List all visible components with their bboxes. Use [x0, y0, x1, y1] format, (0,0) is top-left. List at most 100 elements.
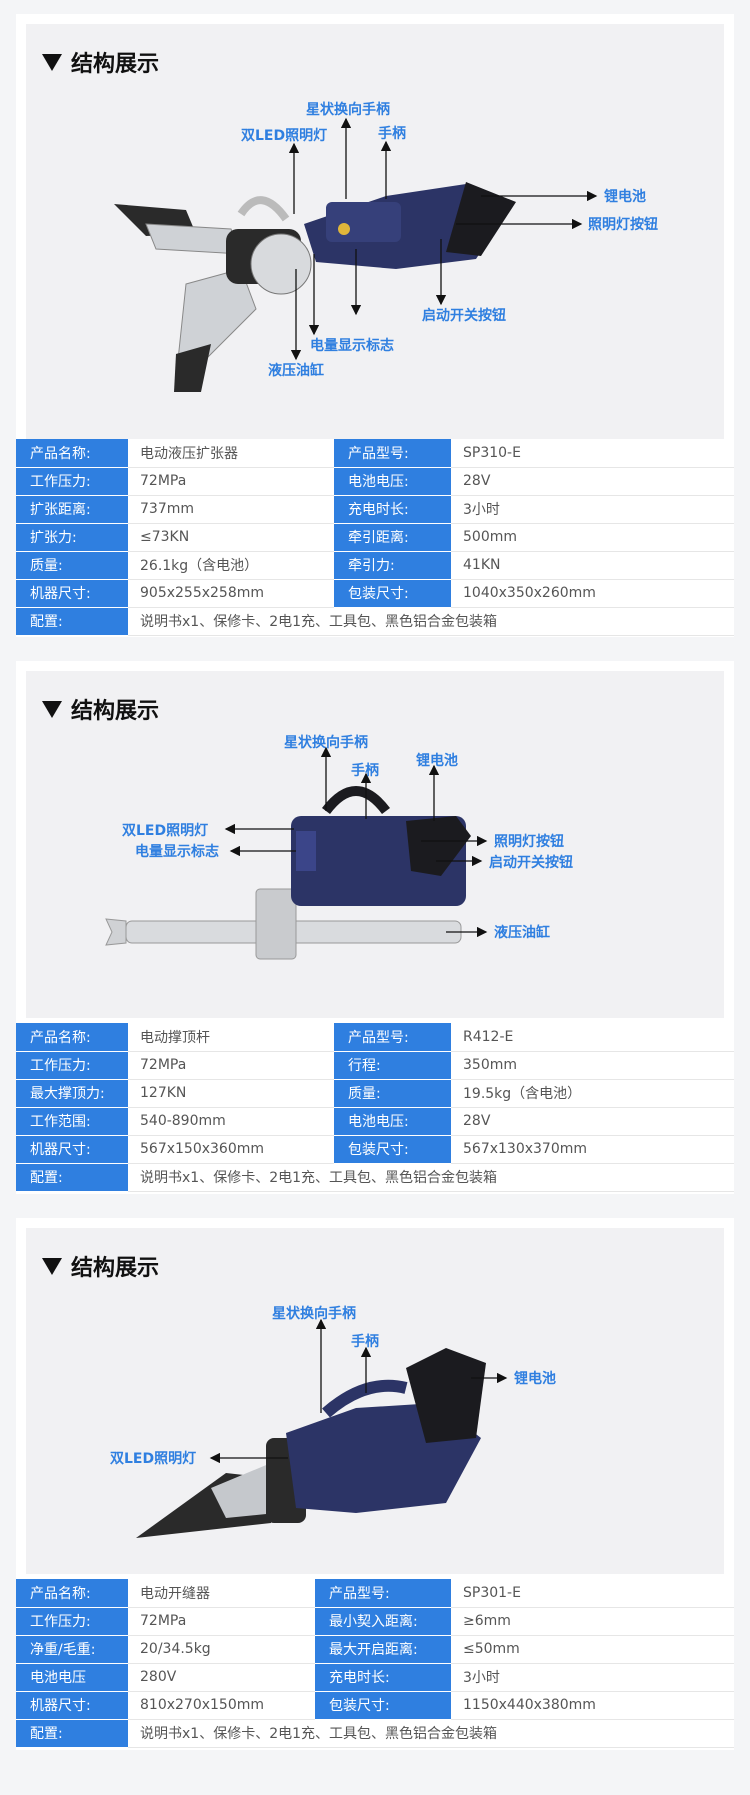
spec-key: 电池电压	[16, 1663, 128, 1692]
label-power-indicator: 电量显示标志	[135, 843, 219, 860]
spec-value: 72MPa	[128, 1607, 315, 1636]
spec-value: 905x255x258mm	[128, 579, 334, 608]
section-title: 结构展示	[42, 693, 159, 725]
label-handle: 手柄	[351, 1333, 379, 1350]
spec-table: 产品名称: 电动开缝器 产品型号: SP301-E 工作压力: 72MPa 最小…	[16, 1579, 734, 1748]
spec-key: 扩张力:	[16, 523, 128, 552]
table-row: 产品名称: 电动撑顶杆 产品型号: R412-E	[16, 1023, 734, 1052]
spec-value: 1040x350x260mm	[451, 579, 734, 608]
label-cylinder: 液压油缸	[494, 924, 550, 941]
structure-showcase: 结构展示	[26, 24, 724, 439]
table-row: 产品名称: 电动液压扩张器 产品型号: SP310-E	[16, 439, 734, 468]
spec-key: 最大开启距离:	[315, 1635, 451, 1664]
table-row: 配置: 说明书x1、保修卡、2电1充、工具包、黑色铝合金包装箱	[16, 1163, 734, 1192]
spec-key: 产品名称:	[16, 1023, 128, 1052]
triangle-down-icon	[42, 53, 62, 71]
table-row: 扩张力: ≤73KN 牵引距离: 500mm	[16, 523, 734, 552]
spec-key: 产品名称:	[16, 439, 128, 468]
spec-value: 3小时	[451, 1663, 734, 1692]
spec-value: 26.1kg（含电池）	[128, 551, 334, 580]
spec-key: 充电时长:	[315, 1663, 451, 1692]
label-power-indicator: 电量显示标志	[310, 337, 394, 354]
label-battery: 锂电池	[514, 1370, 556, 1387]
spec-key: 工作压力:	[16, 1607, 128, 1636]
spec-key: 机器尺寸:	[16, 1135, 128, 1164]
spec-key: 配置:	[16, 1163, 128, 1192]
spreader-diagram: 星状换向手柄 手柄 双LED照明灯 锂电池 照明灯按钮 启动开关按钮 电量显示标…	[114, 101, 658, 392]
spec-value: 28V	[451, 467, 734, 496]
spec-key: 包装尺寸:	[315, 1691, 451, 1720]
spec-value: 19.5kg（含电池）	[451, 1079, 734, 1108]
label-led: 双LED照明灯	[122, 822, 208, 839]
spec-value: ≥6mm	[451, 1607, 734, 1636]
spec-key: 牵引力:	[334, 551, 451, 580]
section-title: 结构展示	[42, 46, 159, 78]
spec-value: 说明书x1、保修卡、2电1充、工具包、黑色铝合金包装箱	[128, 1163, 734, 1192]
table-row: 电池电压 280V 充电时长: 3小时	[16, 1663, 734, 1692]
spec-value: 280V	[128, 1663, 315, 1692]
spec-value: 41KN	[451, 551, 734, 580]
spec-value: 540-890mm	[128, 1107, 334, 1136]
spec-value: 电动撑顶杆	[128, 1023, 334, 1052]
spec-key: 最大撑顶力:	[16, 1079, 128, 1108]
spec-value: 电动液压扩张器	[128, 439, 334, 468]
spec-value: 567x150x360mm	[128, 1135, 334, 1164]
spec-key: 机器尺寸:	[16, 579, 128, 608]
table-row: 扩张距离: 737mm 充电时长: 3小时	[16, 495, 734, 524]
table-row: 净重/毛重: 20/34.5kg 最大开启距离: ≤50mm	[16, 1635, 734, 1664]
spec-key: 配置:	[16, 607, 128, 636]
table-row: 工作范围: 540-890mm 电池电压: 28V	[16, 1107, 734, 1136]
spec-key: 牵引距离:	[334, 523, 451, 552]
spec-key: 净重/毛重:	[16, 1635, 128, 1664]
product-card-spreader: 结构展示	[16, 14, 734, 637]
spec-value: 737mm	[128, 495, 334, 524]
spec-key: 包装尺寸:	[334, 579, 451, 608]
label-battery: 锂电池	[604, 188, 646, 205]
spec-key: 行程:	[334, 1051, 451, 1080]
ram-diagram: 星状换向手柄 手柄 锂电池 双LED照明灯 电量显示标志 照明灯按钮 启动开关按…	[105, 734, 573, 960]
spec-key: 产品型号:	[334, 439, 451, 468]
spec-key: 配置:	[16, 1719, 128, 1748]
spec-table: 产品名称: 电动撑顶杆 产品型号: R412-E 工作压力: 72MPa 行程:…	[16, 1023, 734, 1192]
table-row: 机器尺寸: 567x150x360mm 包装尺寸: 567x130x370mm	[16, 1135, 734, 1164]
label-handle: 手柄	[378, 125, 406, 142]
spec-value: SP310-E	[451, 439, 734, 468]
spec-value: 127KN	[128, 1079, 334, 1108]
label-start-button: 启动开关按钮	[422, 307, 506, 324]
table-row: 机器尺寸: 905x255x258mm 包装尺寸: 1040x350x260mm	[16, 579, 734, 608]
spec-value: R412-E	[451, 1023, 734, 1052]
table-row: 配置: 说明书x1、保修卡、2电1充、工具包、黑色铝合金包装箱	[16, 607, 734, 636]
table-row: 配置: 说明书x1、保修卡、2电1充、工具包、黑色铝合金包装箱	[16, 1719, 734, 1748]
spec-key: 产品名称:	[16, 1579, 128, 1608]
label-start-button: 启动开关按钮	[489, 854, 573, 871]
label-led: 双LED照明灯	[110, 1450, 196, 1467]
spec-value: ≤73KN	[128, 523, 334, 552]
product-card-ram: 结构展示	[16, 661, 734, 1194]
spec-value: 说明书x1、保修卡、2电1充、工具包、黑色铝合金包装箱	[128, 607, 734, 636]
spec-key: 机器尺寸:	[16, 1691, 128, 1720]
spec-value: 500mm	[451, 523, 734, 552]
product-card-wedge: 结构展示 星状换向手柄 手柄	[16, 1218, 734, 1750]
spec-value: 72MPa	[128, 467, 334, 496]
spec-value: 28V	[451, 1107, 734, 1136]
spec-key: 充电时长:	[334, 495, 451, 524]
spec-key: 电池电压:	[334, 1107, 451, 1136]
spec-key: 包装尺寸:	[334, 1135, 451, 1164]
spec-key: 工作压力:	[16, 467, 128, 496]
label-handle: 手柄	[351, 762, 379, 779]
wedge-diagram: 星状换向手柄 手柄 锂电池 双LED照明灯	[110, 1305, 556, 1538]
ram-tool-image	[105, 786, 471, 960]
spec-table: 产品名称: 电动液压扩张器 产品型号: SP310-E 工作压力: 72MPa …	[16, 439, 734, 636]
spec-value: 72MPa	[128, 1051, 334, 1080]
spec-value: SP301-E	[451, 1579, 734, 1608]
label-cylinder: 液压油缸	[268, 362, 324, 379]
table-row: 机器尺寸: 810x270x150mm 包装尺寸: 1150x440x380mm	[16, 1691, 734, 1720]
spec-key: 电池电压:	[334, 467, 451, 496]
spec-key: 质量:	[334, 1079, 451, 1108]
spec-value: 810x270x150mm	[128, 1691, 315, 1720]
table-row: 产品名称: 电动开缝器 产品型号: SP301-E	[16, 1579, 734, 1608]
spec-key: 最小契入距离:	[315, 1607, 451, 1636]
spec-value: 20/34.5kg	[128, 1635, 315, 1664]
spec-key: 工作压力:	[16, 1051, 128, 1080]
spec-value: 350mm	[451, 1051, 734, 1080]
